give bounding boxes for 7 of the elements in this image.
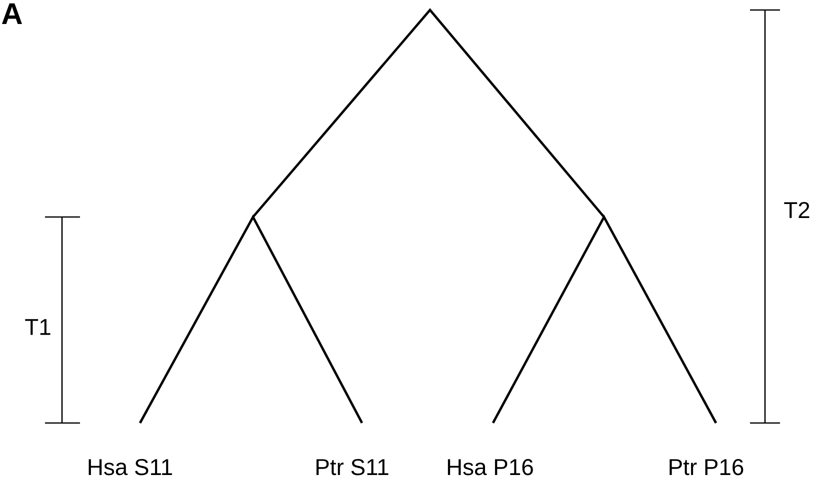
panel-letter: A xyxy=(2,3,22,24)
leaf-label: Hsa S11 xyxy=(88,459,172,476)
leaf-label: Ptr S11 xyxy=(316,459,388,476)
leaf-label: Hsa P16 xyxy=(448,459,533,476)
dimension-label: T2 xyxy=(784,202,810,218)
leaf-label: Ptr P16 xyxy=(670,459,744,476)
dimension-label: T1 xyxy=(25,319,50,335)
